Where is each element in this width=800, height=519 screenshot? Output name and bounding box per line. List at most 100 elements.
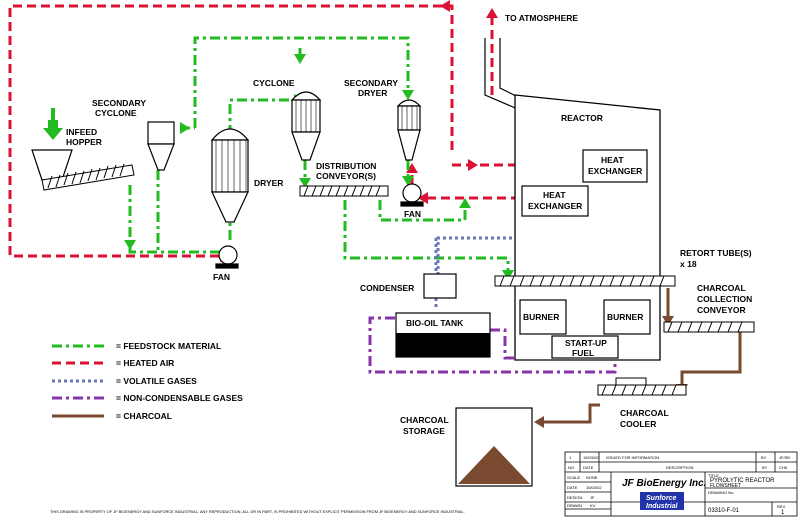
label-secondary-dryer-2: DRYER: [358, 88, 387, 98]
tb-rev-val: 1: [781, 510, 785, 516]
label-burner-left: BURNER: [523, 312, 559, 322]
tb-h-desc: DESCRIPTION: [666, 465, 693, 470]
tb-rev-date: 15/03/02: [583, 455, 599, 460]
arrow-to-fan2: [418, 192, 428, 204]
label-charcoal-storage-2: STORAGE: [403, 426, 445, 436]
arrow-char-3: [534, 416, 544, 428]
arrow-feed-9: [180, 122, 190, 134]
tb-h-by: BY: [762, 465, 768, 470]
label-distribution-1: DISTRIBUTION: [316, 161, 376, 171]
arrow-secondary-dryer: [406, 163, 418, 173]
tb-design-val: JF: [590, 495, 595, 500]
label-retort-2: x 18: [680, 259, 697, 269]
label-infeed-hopper-2: HOPPER: [66, 137, 102, 147]
label-fan-dryer: FAN: [213, 272, 230, 282]
tb-title-2: FLOWSHEET: [710, 483, 741, 489]
label-hx-lower-2: EXCHANGER: [528, 201, 582, 211]
label-fan-secondary: FAN: [404, 209, 421, 219]
charcoal-storage: [455, 407, 533, 487]
burner-left: [519, 299, 567, 335]
condenser: [423, 273, 457, 299]
arrow-feed-4: [299, 178, 311, 188]
tb-date-val: 15/03/02: [586, 485, 602, 490]
arrow-feed-2: [294, 54, 306, 64]
label-bio-oil-tank: BIO-OIL TANK: [406, 318, 464, 328]
tb-rev-desc: ISSUED FOR INFORMATION: [606, 455, 659, 460]
label-charcoal-collection-1: CHARCOAL: [697, 283, 746, 293]
label-distribution-2: CONVEYOR(S): [316, 171, 376, 181]
arrow-feed-5: [502, 270, 514, 280]
heat-exchanger-upper: [582, 149, 648, 183]
arrow-heated-air-reactor: [440, 0, 450, 12]
legend-charcoal: = CHARCOAL: [116, 411, 172, 421]
label-burner-right: BURNER: [607, 312, 643, 322]
label-reactor: REACTOR: [561, 113, 603, 123]
sunforce-logo-bg: [640, 492, 684, 510]
tb-by-val: JF/SB: [779, 455, 790, 460]
tb-h-chk: CHK: [779, 465, 788, 470]
sunforce-logo-2: Industrial: [646, 503, 679, 510]
arrow-feed-6: [459, 198, 471, 208]
tb-date-label: DATE: [567, 485, 578, 490]
tb-scale-val: NONE: [586, 475, 598, 480]
tb-h-no: NO.: [568, 465, 575, 470]
exhaust-stack: [484, 38, 521, 111]
secondary-dryer: [396, 99, 422, 161]
label-dryer: DRYER: [254, 178, 283, 188]
tb-drawn-val: KV: [590, 503, 596, 508]
legend: = FEEDSTOCK MATERIAL = HEATED AIR = VOLA…: [52, 341, 243, 421]
label-hx-lower-1: HEAT: [543, 190, 566, 200]
infeed-conveyor: [41, 163, 135, 191]
fan-secondary: [400, 183, 424, 207]
dryer: [210, 128, 250, 223]
arrow-char-1: [662, 316, 674, 326]
label-startup-1: START-UP: [565, 338, 607, 348]
tb-company: JF BioEnergy Inc.: [622, 478, 706, 489]
tb-title-1: PYROLYTIC REACTOR: [710, 478, 775, 484]
label-secondary-dryer-1: SECONDARY: [344, 78, 398, 88]
arrow-to-atmosphere: [486, 8, 498, 18]
legend-volatile: = VOLATILE GASES: [116, 376, 197, 386]
legend-heated-air: = HEATED AIR: [116, 358, 174, 368]
fan-dryer: [215, 245, 239, 269]
tb-design-label: DESIGN: [567, 495, 582, 500]
label-secondary-cyclone-2: CYCLONE: [95, 108, 137, 118]
label-startup-2: FUEL: [572, 348, 594, 358]
charcoal-lines: [540, 288, 742, 424]
label-cyclone: CYCLONE: [253, 78, 295, 88]
label-charcoal-storage-1: CHARCOAL: [400, 415, 449, 425]
label-condenser: CONDENSER: [360, 283, 414, 293]
label-secondary-cyclone-1: SECONDARY: [92, 98, 146, 108]
label-charcoal-collection-3: CONVEYOR: [697, 305, 746, 315]
cyclone: [290, 91, 322, 161]
tb-drawn-label: DRAWN: [567, 503, 582, 508]
footer-note: THIS DRAWING IS PROPERTY OF JF BIOENERGY…: [50, 509, 465, 514]
tb-rev-no: 1: [569, 455, 572, 460]
label-hx-upper-2: EXCHANGER: [588, 166, 642, 176]
infeed-arrow-head: [43, 128, 63, 140]
arrow-to-hx: [468, 159, 478, 171]
secondary-cyclone: [147, 121, 175, 171]
label-charcoal-collection-2: COLLECTION: [697, 294, 752, 304]
tb-h-date: DATE: [583, 465, 594, 470]
label-to-atmosphere: TO ATMOSPHERE: [505, 13, 578, 23]
arrow-feed-8: [124, 240, 136, 250]
label-charcoal-cooler-2: COOLER: [620, 419, 656, 429]
label-retort-1: RETORT TUBE(S): [680, 248, 752, 258]
charcoal-cooler: [597, 377, 687, 396]
legend-feedstock: = FEEDSTOCK MATERIAL: [116, 341, 221, 351]
label-hx-upper-1: HEAT: [601, 155, 624, 165]
heat-exchanger-lower: [521, 185, 589, 217]
arrow-feed-3: [402, 90, 414, 100]
sunforce-logo-1: Sunforce: [646, 495, 676, 502]
tb-scale-label: SCALE: [567, 475, 580, 480]
tb-drawing-label: DRAWING No.: [708, 490, 735, 495]
charcoal-collection-conveyor: [663, 321, 755, 333]
startup-fuel-box: [551, 335, 619, 359]
tb-rev-label: REV.: [777, 504, 786, 509]
retort-tubes: [494, 275, 676, 287]
burner-right: [603, 299, 651, 335]
legend-noncondensable: = NON-CONDENSABLE GASES: [116, 393, 243, 403]
distribution-conveyor: [299, 185, 389, 197]
